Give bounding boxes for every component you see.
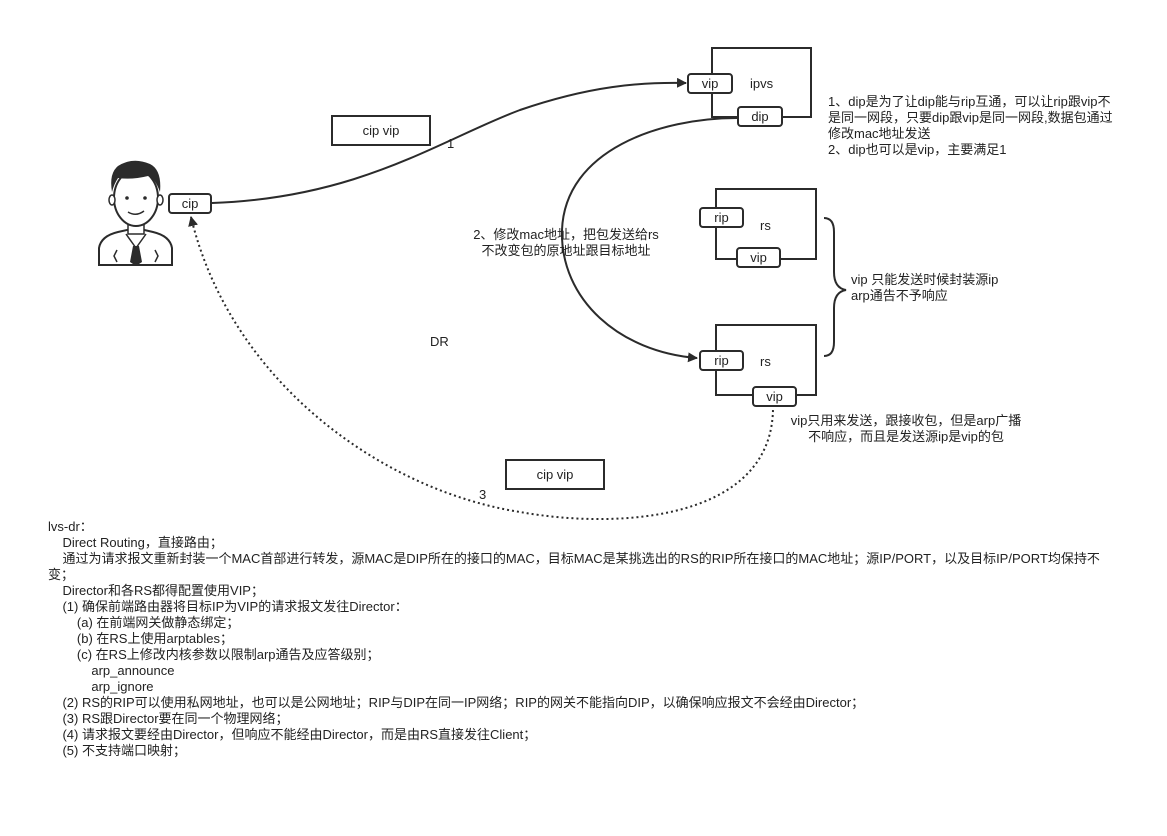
mode-label: DR — [430, 334, 449, 349]
notes-line: (c) 在RS上修改内核参数以限制arp通告及应答级别； — [48, 647, 380, 662]
notes-line: (a) 在前端网关做静态绑定； — [48, 615, 240, 630]
arrow-3-response — [188, 216, 775, 521]
rs2-name: rs — [760, 354, 771, 369]
notes-line: (2) RS的RIP可以使用私网地址，也可以是公网地址；RIP与DIP在同一IP… — [48, 695, 865, 710]
client-avatar-icon — [98, 160, 173, 266]
rs2-vip-interface: vip — [752, 386, 797, 407]
rs1-rip-interface: rip — [699, 207, 744, 228]
notes-line: (b) 在RS上使用arptables； — [48, 631, 233, 646]
step-2-note: 2、修改mac地址，把包发送给rs 不改变包的原地址跟目标地址 — [473, 227, 659, 258]
notes-line: (3) RS跟Director要在同一个物理网络； — [48, 711, 289, 726]
arrow-1-label: 1 — [447, 136, 455, 151]
arrow-3-label: 3 — [479, 487, 487, 502]
notes-line: (4) 请求报文要经由Director，但响应不能经由Director，而是由R… — [48, 727, 537, 742]
dip-note: 1、dip是为了让dip能与rip互通，可以让rip跟vip不 是同一网段，只要… — [828, 94, 1113, 157]
notes-line: (5) 不支持端口映射； — [48, 743, 186, 758]
notes-line: 通过为请求报文重新封装一个MAC首部进行转发，源MAC是DIP所在的接口的MAC… — [48, 551, 1100, 566]
lvs-dr-notes: lvs-dr： Direct Routing，直接路由； 通过为请求报文重新封装… — [48, 519, 1128, 759]
notes-line: Direct Routing，直接路由； — [48, 535, 223, 550]
rs1-vip-interface: vip — [736, 247, 781, 268]
rs-group-brace — [823, 217, 847, 357]
arrow-2-forward — [560, 117, 738, 363]
notes-line: lvs-dr： — [48, 519, 93, 534]
notes-line: (1) 确保前端路由器将目标IP为VIP的请求报文发往Director： — [48, 599, 408, 614]
vip-note: vip只用来发送，跟接收包，但是arp广播 不响应，而且是发送源ip是vip的包 — [790, 413, 1022, 444]
rs2-rip-interface: rip — [699, 350, 744, 371]
request-packet-box: cip vip — [331, 115, 431, 146]
notes-line: Director和各RS都得配置使用VIP； — [48, 583, 264, 598]
director-vip-interface: vip — [687, 73, 733, 94]
arrow-1-request — [211, 77, 687, 204]
response-packet-box: cip vip — [505, 459, 605, 490]
director-name: ipvs — [750, 76, 774, 91]
rs1-name: rs — [760, 218, 771, 233]
director-dip-interface: dip — [737, 106, 783, 127]
brace-note: vip 只能发送时候封装源ip arp通告不予响应 — [851, 272, 999, 303]
notes-line: 变； — [48, 567, 75, 582]
notes-line: arp_ignore — [48, 679, 154, 694]
notes-line: arp_announce — [48, 663, 175, 678]
client-cip-interface: cip — [168, 193, 212, 214]
